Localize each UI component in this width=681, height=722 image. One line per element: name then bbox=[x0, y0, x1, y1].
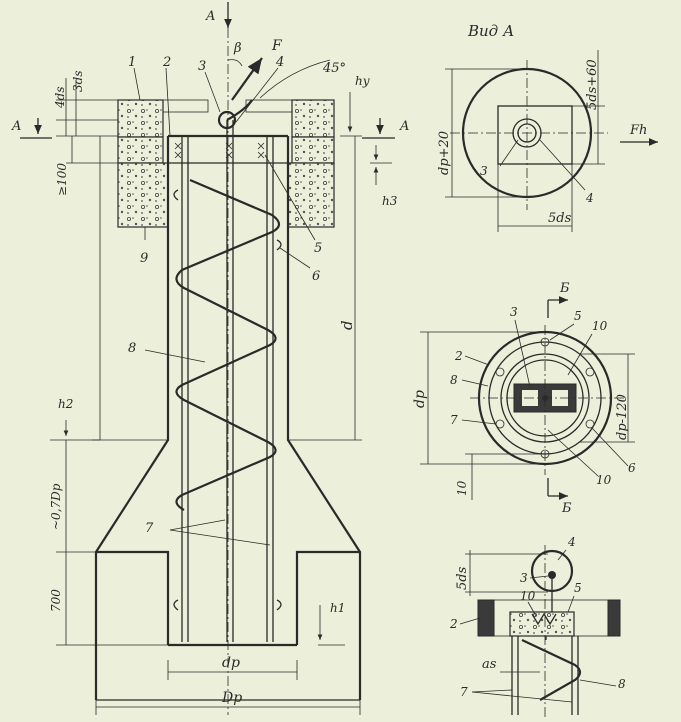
section-a-right: A bbox=[399, 119, 409, 134]
section-b-callout-5: 5 bbox=[574, 309, 582, 323]
section-b-callout-2: 2 bbox=[454, 349, 463, 363]
callout-8: 8 bbox=[128, 341, 136, 356]
callout-6: 6 bbox=[312, 269, 320, 284]
level-h2: h2 bbox=[58, 397, 73, 411]
callout-9: 9 bbox=[140, 251, 148, 266]
main-elevation: F β 45° A A A 4ds 3ds ≥100 d bbox=[11, 2, 409, 715]
detail-callout-3: 3 bbox=[520, 571, 528, 585]
callout-2: 2 bbox=[162, 55, 171, 70]
detail-dim-left: 5ds bbox=[455, 566, 470, 590]
view-a-title: Вид А bbox=[467, 22, 514, 40]
detail-callout-4: 4 bbox=[567, 535, 576, 549]
section-b-bottom: Б bbox=[561, 501, 572, 516]
cap-concrete-right bbox=[291, 99, 335, 138]
section-b-callout-3: 3 bbox=[510, 305, 518, 319]
detail-view: 5ds as 4 3 10 5 2 7 8 bbox=[449, 535, 626, 720]
level-hy: hy bbox=[355, 74, 370, 88]
bell-base-left bbox=[96, 550, 170, 645]
view-a-force: Fh bbox=[629, 123, 647, 138]
dim-dp: dp bbox=[222, 655, 240, 671]
dim-min100: ≥100 bbox=[55, 163, 69, 196]
section-b-callouts: 2 3 5 10 8 7 6 10 bbox=[450, 305, 636, 487]
detail-dim-bottom: as bbox=[482, 657, 497, 672]
section-b-top: Б bbox=[559, 281, 570, 296]
section-b-callout-6: 6 bbox=[628, 461, 636, 475]
detail-callout-2: 2 bbox=[449, 617, 458, 631]
section-b: Б Б dp dp-120 10 2 3 bbox=[412, 281, 636, 516]
dim-700: 700 bbox=[49, 589, 63, 612]
callout-1: 1 bbox=[128, 55, 136, 70]
view-a-dim-left: dp+20 bbox=[437, 131, 452, 175]
view-a-dim-bottom: 5ds bbox=[548, 211, 572, 226]
section-b-dim-left: dp bbox=[412, 390, 428, 408]
force-label: F bbox=[271, 38, 283, 54]
detail-callout-10: 10 bbox=[520, 589, 536, 603]
cap-plate-right bbox=[245, 99, 293, 113]
bell-base-right bbox=[295, 550, 360, 645]
section-a-left: A bbox=[11, 119, 21, 134]
callout-7: 7 bbox=[145, 521, 154, 536]
detail-callout-8: 8 bbox=[618, 677, 626, 691]
spiral-reinforcement bbox=[175, 178, 281, 497]
callout-4: 4 bbox=[275, 55, 284, 70]
view-a-dim-right: 5ds+60 bbox=[585, 59, 600, 110]
soil-layer-right bbox=[287, 162, 335, 228]
section-b-dim-right: dp-120 bbox=[615, 394, 630, 440]
level-h3: h3 bbox=[382, 194, 398, 208]
detail-callout-5: 5 bbox=[574, 581, 582, 595]
view-a-callout-3: 3 bbox=[480, 164, 488, 178]
dim-3ds: 3ds bbox=[71, 71, 85, 92]
callout-3: 3 bbox=[198, 59, 206, 74]
view-a: Вид А dp+20 5ds+60 5ds Fh 3 4 bbox=[437, 22, 658, 232]
angle-beta: β bbox=[233, 41, 242, 56]
pile-wall-left bbox=[94, 136, 170, 700]
section-b-callout-10b: 10 bbox=[596, 473, 612, 487]
longitudinal-bars bbox=[181, 120, 274, 642]
grout-left bbox=[117, 136, 164, 164]
section-b-callout-10a: 10 bbox=[592, 319, 608, 333]
lifting-loop bbox=[217, 110, 237, 130]
view-a-callout-4: 4 bbox=[585, 191, 594, 205]
ring-crosses bbox=[174, 142, 265, 159]
detail-callout-7: 7 bbox=[460, 685, 468, 699]
detail-callouts: 4 3 10 5 2 7 8 bbox=[449, 535, 626, 703]
section-b-dim-bottom: 10 bbox=[455, 480, 469, 496]
force-arrow bbox=[231, 57, 263, 101]
soil-layer-left bbox=[117, 162, 169, 228]
main-callouts: 1 2 3 4 5 6 7 8 9 bbox=[128, 55, 322, 546]
dim-4ds: 4ds bbox=[53, 87, 67, 109]
cap-concrete-left bbox=[117, 99, 164, 138]
dim-d: d bbox=[338, 320, 356, 330]
dim-flare: ~0,7Dp bbox=[49, 483, 63, 530]
pile-wall-right bbox=[286, 136, 362, 700]
dim-Dp: Dp bbox=[221, 690, 242, 706]
callout-5: 5 bbox=[314, 241, 322, 256]
level-h1: h1 bbox=[330, 601, 345, 615]
bar-hooks bbox=[173, 189, 282, 611]
grout-right bbox=[291, 136, 335, 164]
section-b-callout-8: 8 bbox=[450, 373, 458, 387]
section-b-callout-7: 7 bbox=[450, 413, 458, 427]
cap-plate bbox=[162, 99, 209, 113]
angle-45: 45° bbox=[322, 61, 346, 76]
section-a-top: A bbox=[205, 9, 215, 24]
